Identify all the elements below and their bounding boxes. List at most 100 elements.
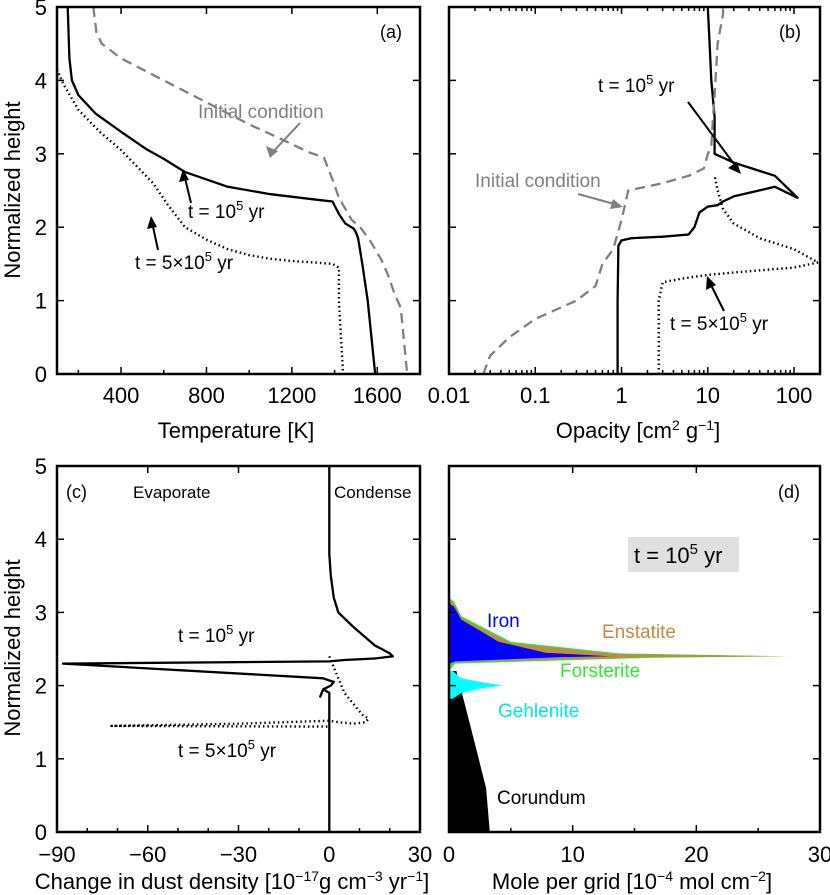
panel-d-time-exp: 5: [690, 541, 698, 558]
panel-b-t1-prefix: t = 10: [598, 76, 646, 97]
panel-c-t1-unit: yr: [233, 626, 255, 647]
panel-c-t1-prefix: t = 10: [178, 626, 226, 647]
panel-c-t1-label: t = 105 yr: [178, 622, 255, 647]
panel-b-xlabel-end: ]: [714, 418, 720, 443]
panel-a-t1-label: t = 105 yr: [188, 198, 265, 223]
panel-c-ytick-label: 0: [35, 820, 47, 845]
panel-a-ytick-label: 0: [35, 362, 47, 387]
panel-a-t2-unit: yr: [212, 253, 234, 274]
panel-b-initial-label: Initial condition: [475, 171, 601, 192]
panel-c-dotted-curve: [110, 655, 370, 728]
panel-c-t2-exp: 5: [248, 737, 255, 752]
panel-d-label: (d): [778, 482, 800, 502]
panel-c-xtick-label: 0: [323, 842, 335, 867]
panel-b-label: (b): [779, 22, 801, 42]
panel-a-initial-arrow: [269, 122, 301, 156]
panel-a-dashed-curve: [92, 6, 409, 375]
panel-c-frame: [55, 464, 422, 834]
panel-a-solid-curve: [66, 6, 377, 375]
panel-b-t1-arrow: [687, 101, 738, 169]
panel-b-t2-exp: 5: [740, 310, 747, 325]
panel-b-t2-prefix: t = 5×10: [670, 314, 740, 335]
panel-c-xlabel-main: Change in dust density [10: [35, 869, 296, 894]
enstatite-area: [449, 600, 783, 666]
panel-a-ytick-label: 1: [35, 289, 47, 314]
panel-d-xlabel-exp2: −2: [750, 868, 766, 884]
panel-a-t1-unit: yr: [243, 202, 265, 223]
panel-c-ytick-label: 5: [35, 454, 47, 479]
panel-a-t2-prefix: t = 5×10: [135, 253, 205, 274]
legend-enstatite: Enstatite: [602, 622, 676, 643]
legend-gehlenite: Gehlenite: [498, 701, 579, 722]
panel-a-initial-arrowhead: [266, 146, 278, 158]
panel-d-areas: [449, 597, 790, 832]
panel-b-xlabel: Opacity [cm2 g−1]: [556, 417, 720, 443]
panel-c-xlabel-mid2: yr: [383, 869, 407, 894]
panel-c-solid-curve: [61, 466, 394, 832]
panel-c-xlabel: Change in dust density [10−17g cm−3 yr−1…: [35, 868, 429, 894]
panel-b-frame: [447, 5, 822, 376]
panel-c-xtick-label: −30: [220, 842, 257, 867]
panel-a-dotted-curve: [55, 68, 345, 375]
panel-b-dashed-curve: [482, 7, 725, 375]
iron-area: [449, 603, 610, 664]
panel-a-initial-label: Initial condition: [198, 102, 324, 123]
panel-a-t2-exp: 5: [205, 249, 212, 264]
panel-d-xlabel-mid: mol cm: [673, 869, 750, 894]
panel-d-time-label: t = 105 yr: [634, 541, 722, 568]
panel-c-xlabel-end: ]: [423, 869, 429, 894]
panel-b-xlabel-exp1: 2: [672, 417, 680, 433]
panel-c-xtick-label: −60: [129, 842, 166, 867]
panel-b-xtick-label: 1: [615, 383, 627, 408]
panel-d-xlabel: Mole per grid [10−4 mol cm−2]: [492, 868, 772, 894]
panel-a-xtick-label: 400: [103, 383, 140, 408]
panel-c-t2-prefix: t = 5×10: [178, 741, 248, 762]
panel-d-time-unit: yr: [698, 543, 722, 568]
panel-a-xtick-label: 1600: [353, 383, 402, 408]
panel-c-ytick-label: 3: [35, 600, 47, 625]
panel-c-label: (c): [66, 482, 87, 502]
panel-d-xtick-label: 10: [560, 842, 584, 867]
panel-d-xtick-label: 0: [443, 842, 455, 867]
panel-c-evaporate-label: Evaporate: [133, 483, 211, 502]
panel-a-label: (a): [380, 22, 402, 42]
panel-c-t1-exp: 5: [226, 622, 233, 637]
panel-b-t1-arrowhead: [728, 162, 741, 174]
panel-a-t1-arrowhead: [179, 169, 189, 182]
panel-b-curves: [482, 6, 820, 375]
panel-b-t2-unit: yr: [747, 314, 769, 335]
panel-c-ytick-label: 2: [35, 674, 47, 699]
panel-c-ytick-label: 4: [35, 527, 47, 552]
panel-a-xlabel: Temperature [K]: [158, 418, 315, 443]
panel-c-t2-label: t = 5×105 yr: [178, 737, 277, 762]
panel-a-t1-prefix: t = 10: [188, 202, 236, 223]
panel-c-ylabel: Normalized height: [0, 559, 25, 736]
panel-b-t1-label: t = 105 yr: [598, 72, 675, 97]
panel-d-time-box: [628, 537, 739, 572]
panel-b-xtick-label: 0.1: [520, 383, 551, 408]
legend-forsterite: Forsterite: [560, 661, 640, 682]
panel-a-t2-label: t = 5×105 yr: [135, 249, 234, 274]
panel-b-t1-exp: 5: [646, 72, 653, 87]
panel-a-xtick-label: 1200: [267, 383, 316, 408]
panel-a-ytick-label: 5: [35, 0, 47, 20]
panel-a-xtick-label: 800: [188, 383, 225, 408]
panel-b-xlabel-exp2: −1: [698, 417, 714, 433]
panel-c-xtick-label: 30: [408, 842, 432, 867]
panel-c-xtick-label: −90: [38, 842, 75, 867]
panel-c-xlabel-mid: g cm: [319, 869, 367, 894]
panel-a-ytick-label: 3: [35, 142, 47, 167]
panel-b-initial-arrow: [577, 193, 619, 206]
gehlenite-area: [449, 671, 503, 699]
panel-b-xlabel-main: Opacity [cm: [556, 418, 672, 443]
panel-a-ytick-label: 2: [35, 215, 47, 240]
panel-d-xlabel-exp1: −4: [657, 868, 673, 884]
panel-b-t1-unit: yr: [653, 76, 675, 97]
panel-b-dotted-curve: [657, 175, 820, 374]
